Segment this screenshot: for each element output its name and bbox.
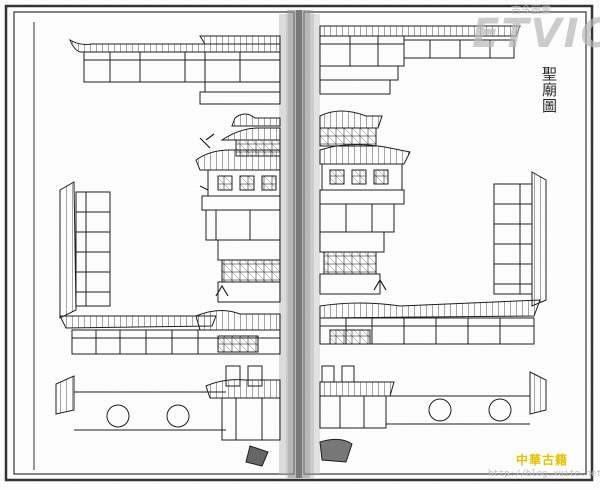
source-url: http://blog.xuite.net <box>488 469 600 479</box>
left-bottom-gate <box>55 365 281 467</box>
left-middle-gallery <box>59 284 281 355</box>
temple-buildings <box>55 25 547 467</box>
watermark-logo: ETVIC <box>472 11 600 57</box>
left-top-gallery <box>68 35 281 105</box>
right-gate-tower <box>319 110 411 295</box>
right-middle-gallery <box>319 278 541 345</box>
watermark-top-text: 古今圖書 <box>511 5 551 16</box>
left-side-hall <box>59 181 111 319</box>
right-top-gallery <box>319 25 521 95</box>
left-gate-tower <box>195 113 281 303</box>
source-caption: 中華古籍 <box>515 453 568 467</box>
center-gutter <box>279 10 320 478</box>
page-title: 聖廟圖 <box>540 66 558 114</box>
right-bottom-gate <box>319 365 547 463</box>
right-side-hall <box>493 171 547 307</box>
